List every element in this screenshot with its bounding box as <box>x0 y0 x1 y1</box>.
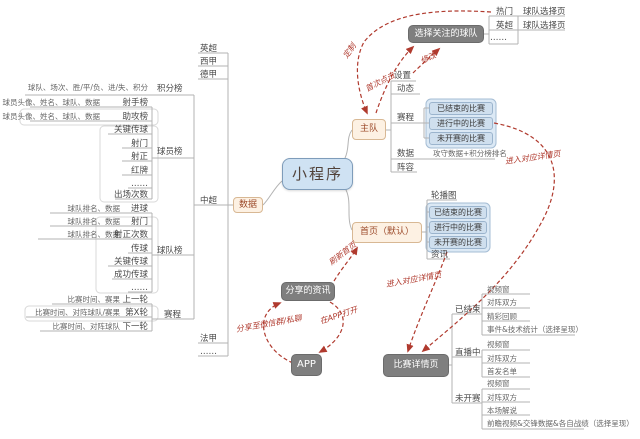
homepage-match-upcoming[interactable]: 未开赛的比赛 <box>429 236 487 249</box>
team-item-more[interactable]: …… <box>131 283 148 293</box>
team-item-succpass[interactable]: 成功传球 <box>113 270 148 280</box>
home-match-upcoming[interactable]: 未开赛的比赛 <box>429 132 493 145</box>
schedule-detail-next[interactable]: 比赛时间、对阵球队 <box>52 322 121 331</box>
player-item-redcards[interactable]: 红牌 <box>130 166 148 176</box>
live-lineup[interactable]: 首发名单 <box>487 367 517 376</box>
carousel-label[interactable]: 轮播图 <box>431 191 457 201</box>
player-item-appearances[interactable]: 出场次数 <box>113 190 148 200</box>
finished-teams[interactable]: 对阵双方 <box>487 298 517 307</box>
league-epl[interactable]: 英超 <box>200 44 218 54</box>
upcoming-commentary[interactable]: 本场解说 <box>487 406 517 415</box>
league-csl[interactable]: 中超 <box>200 196 218 206</box>
upcoming-teams[interactable]: 对阵双方 <box>487 393 517 402</box>
finished-highlights[interactable]: 精彩回顾 <box>487 312 517 321</box>
player-detail-row1[interactable]: 球员头像、姓名、球队、数据 <box>2 98 101 107</box>
home-team-feed[interactable]: 动态 <box>397 84 415 94</box>
homepage-match-finished[interactable]: 已结束的比赛 <box>429 206 487 219</box>
home-team-squad[interactable]: 阵容 <box>397 163 415 173</box>
homepage-node[interactable]: 首页（默认） <box>352 222 422 243</box>
team-item-goals[interactable]: 进球 <box>130 204 148 214</box>
detail-group-live[interactable]: 直播中 <box>455 348 481 358</box>
data-node[interactable]: 数据 <box>233 197 263 213</box>
league-ligue1[interactable]: 法甲 <box>200 334 218 344</box>
select-row-hot[interactable]: 热门 <box>496 7 514 17</box>
home-team-schedule[interactable]: 赛程 <box>397 113 415 123</box>
detail-group-finished[interactable]: 已结束 <box>455 305 481 315</box>
player-detail-row2[interactable]: 球员头像、姓名、球队、数据 <box>2 112 101 121</box>
player-item-assists[interactable]: 助攻榜 <box>122 112 148 122</box>
league-more[interactable]: …… <box>200 347 217 357</box>
team-detail-row1[interactable]: 球队排名、数据 <box>67 204 121 213</box>
schedule-item-cur[interactable]: 第X轮 <box>125 308 148 318</box>
player-item-shots[interactable]: 射门 <box>130 139 148 149</box>
home-team-data-detail[interactable]: 攻守数据+积分榜排名 <box>433 149 507 158</box>
root-node[interactable]: 小程序 <box>282 158 353 190</box>
player-item-ontarget[interactable]: 射正 <box>130 152 148 162</box>
player-item-more[interactable]: …… <box>131 179 148 189</box>
homepage-match-live[interactable]: 进行中的比赛 <box>429 221 487 234</box>
finished-stats[interactable]: 事件&技术统计（选择呈现） <box>487 325 583 334</box>
schedule-item-prev[interactable]: 上一轮 <box>122 295 148 305</box>
app-node[interactable]: APP <box>291 354 322 376</box>
live-video[interactable]: 视频窗 <box>487 340 510 349</box>
team-item-passes[interactable]: 传球 <box>130 244 148 254</box>
select-row-hot-page[interactable]: 球队选择页 <box>523 7 566 17</box>
upcoming-video[interactable]: 视频窗 <box>487 379 510 388</box>
team-detail-row2[interactable]: 球队排名、数据 <box>67 217 121 226</box>
team-item-keypass[interactable]: 关键传球 <box>113 257 148 267</box>
home-team-node[interactable]: 主队 <box>352 119 386 140</box>
upcoming-preview[interactable]: 前瞻视频&交锋数据&各自战绩（选择呈现） <box>487 419 634 428</box>
home-match-live[interactable]: 进行中的比赛 <box>429 117 493 130</box>
schedule-item-next[interactable]: 下一轮 <box>122 322 148 332</box>
schedule-label[interactable]: 赛程 <box>164 310 182 320</box>
league-laliga[interactable]: 西甲 <box>200 57 218 67</box>
team-select-node[interactable]: 选择关注的球队 <box>408 25 484 43</box>
team-item-shots[interactable]: 射门 <box>130 217 148 227</box>
select-row-more[interactable]: …… <box>490 33 507 43</box>
player-item-shooters[interactable]: 射手榜 <box>122 98 148 108</box>
live-teams[interactable]: 对阵双方 <box>487 354 517 363</box>
team-item-ontarget[interactable]: 射正次数 <box>113 230 148 240</box>
player-board-label[interactable]: 球员榜 <box>157 147 183 157</box>
player-item-keypass[interactable]: 关键传球 <box>113 125 148 135</box>
schedule-detail-cur[interactable]: 比赛时间、对阵球队/赛果 <box>34 308 120 317</box>
match-detail-node[interactable]: 比赛详情页 <box>383 354 449 377</box>
standings-label[interactable]: 积分榜 <box>157 84 183 94</box>
home-team-data[interactable]: 数据 <box>397 149 415 159</box>
home-team-settings[interactable]: 设置 <box>394 71 412 81</box>
team-board-label[interactable]: 球队榜 <box>157 246 183 256</box>
standings-detail[interactable]: 球队、场次、胜/平/负、进/失、积分 <box>27 83 148 92</box>
home-match-finished[interactable]: 已结束的比赛 <box>429 102 493 115</box>
select-row-epl-page[interactable]: 球队选择页 <box>523 21 566 31</box>
finished-video[interactable]: 视频窗 <box>487 285 510 294</box>
news-label[interactable]: 资讯 <box>431 250 449 260</box>
schedule-detail-prev[interactable]: 比赛时间、赛果 <box>67 295 121 304</box>
team-detail-row3[interactable]: 球队排名、数据 <box>67 230 121 239</box>
league-bundes[interactable]: 德甲 <box>200 70 218 80</box>
shared-news-node[interactable]: 分享的资讯 <box>281 282 335 301</box>
select-row-epl[interactable]: 英超 <box>496 21 514 31</box>
detail-group-upcoming[interactable]: 未开赛 <box>455 394 481 404</box>
